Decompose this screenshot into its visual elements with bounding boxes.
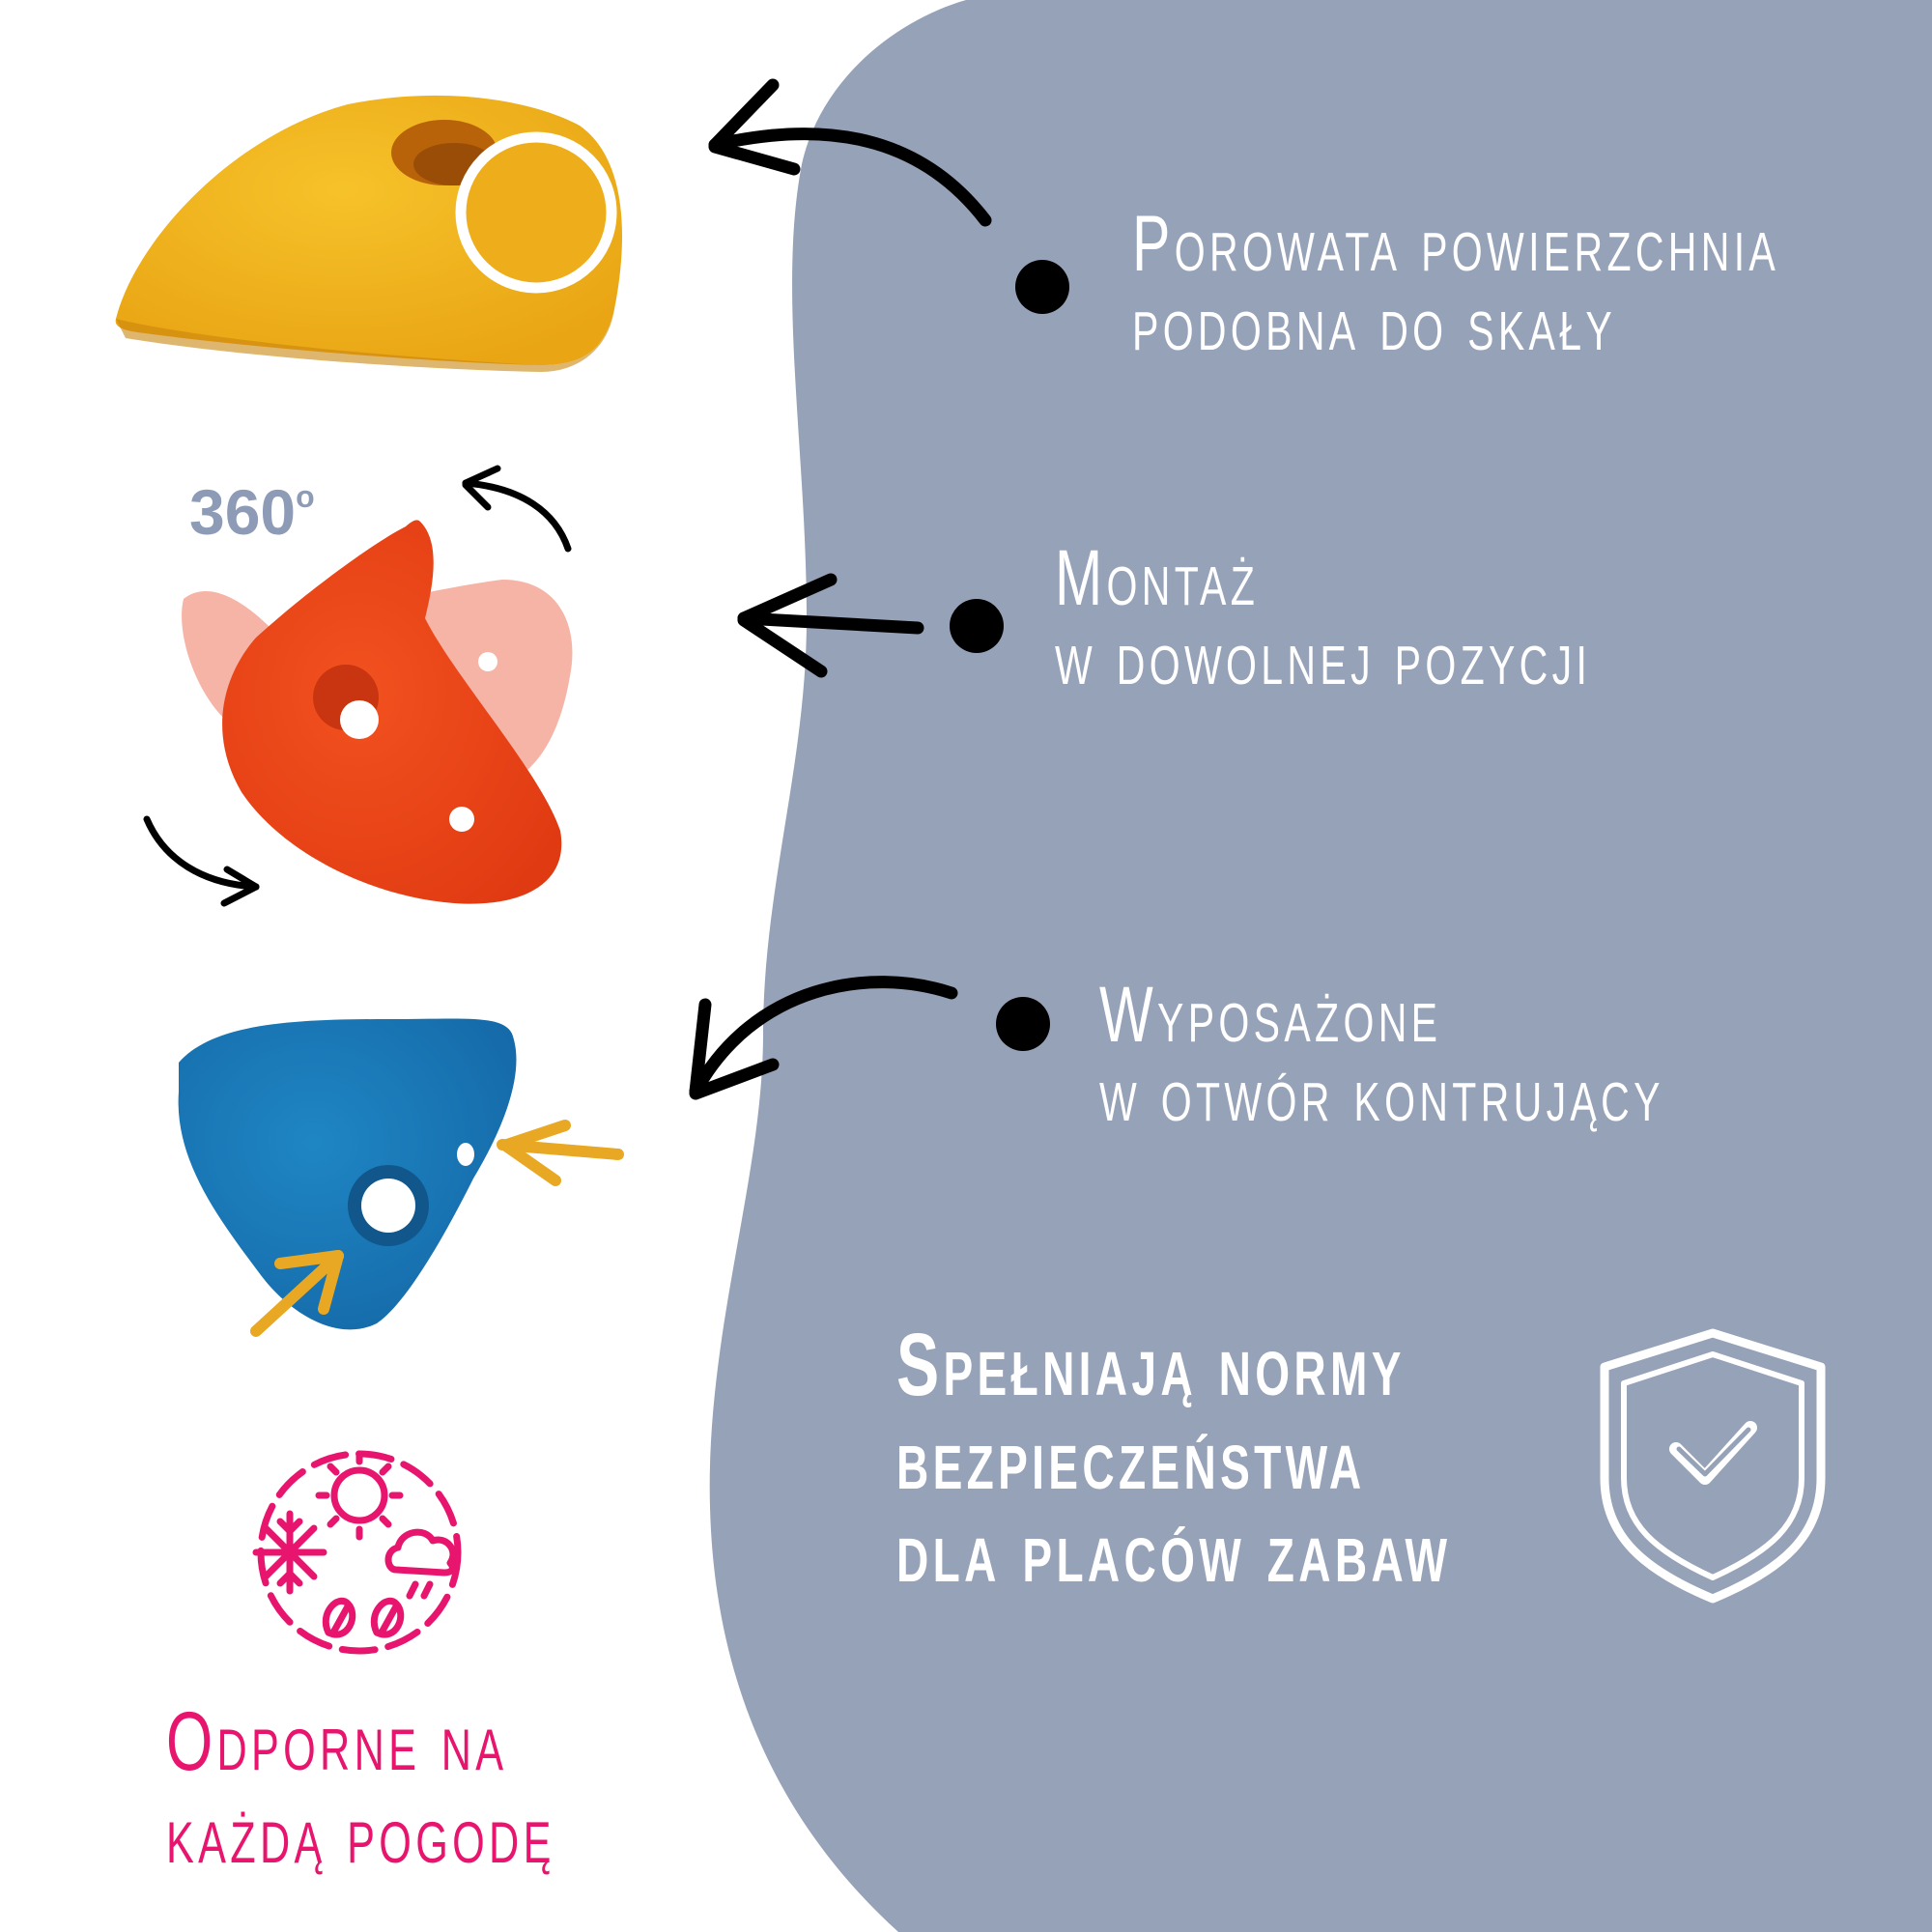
feature-line: Montaż xyxy=(1055,534,1260,622)
feature-line: Porowata powierzchnia xyxy=(1132,200,1780,288)
red-hold-image xyxy=(182,520,573,904)
feature-line: podobna do skały xyxy=(1132,279,1617,367)
weather-line: każdą pogodę xyxy=(166,1788,555,1882)
weather-line: Odporne na xyxy=(166,1695,508,1788)
feature-porous-surface: Porowata powierzchnia podobna do skały xyxy=(1132,205,1779,363)
bullet-icon xyxy=(950,260,1069,1051)
rotation-label: 360o xyxy=(189,476,315,548)
weather-icon xyxy=(252,1450,462,1655)
feature-line: Wyposażone xyxy=(1099,971,1442,1059)
blue-hold-image xyxy=(178,1018,517,1330)
weather-resistance-text: Odporne na każdą pogodę xyxy=(166,1695,555,1882)
shield-check-icon xyxy=(1600,1328,1826,1604)
arrow-icon xyxy=(143,465,572,907)
yellow-hold-image xyxy=(115,95,623,372)
safety-line: Spełniają normy xyxy=(896,1316,1406,1414)
arrow-icon xyxy=(689,78,992,1100)
safety-standards-text: Spełniają normy bezpieczeństwa dla placó… xyxy=(896,1319,1451,1599)
feature-mounting: Montaż w dowolnej pozycji xyxy=(1055,539,1591,697)
feature-counter-hole: Wyposażone w otwór kontrujący xyxy=(1099,976,1664,1134)
arrow-icon xyxy=(250,1120,624,1337)
safety-line: bezpieczeństwa xyxy=(896,1408,1366,1508)
feature-line: w dowolnej pozycji xyxy=(1055,613,1592,701)
feature-line: w otwór kontrujący xyxy=(1099,1050,1664,1138)
safety-line: dla placów zabaw xyxy=(896,1502,1452,1602)
